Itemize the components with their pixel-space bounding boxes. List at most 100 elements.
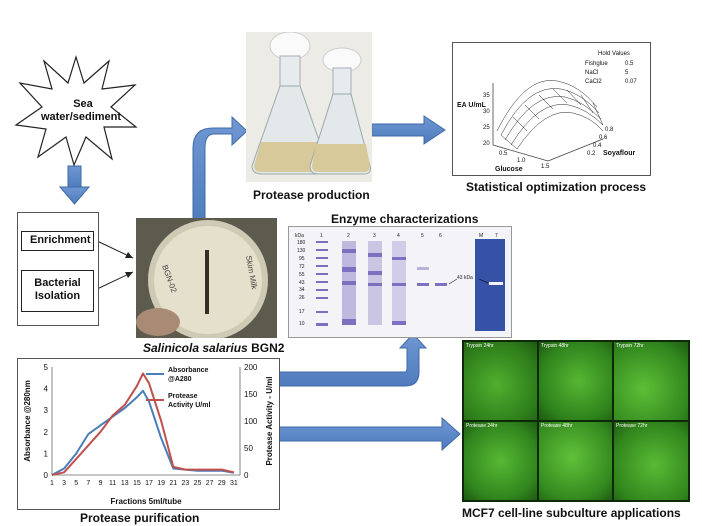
x-tick-label: 3 [62,480,66,487]
characterization-caption: Enzyme characterizations [331,212,479,226]
series-line-protease-activity [51,372,235,476]
lane-3: 3 [373,233,376,239]
y-tick-3: 0.2 [587,151,596,157]
y-right-tick-label: 200 [244,363,258,372]
hold-name-2: CaCl2 [585,79,602,85]
x-tick-1: 1.0 [517,158,526,164]
band-label: 43 kDa [457,275,473,281]
hold-name-0: Fishglue [585,61,608,67]
kda-label: kDa [295,233,304,239]
x-tick-0: 0.5 [499,151,508,157]
mcf7-caption: MCF7 cell-line subculture applications [462,506,681,520]
flask-photo [246,32,372,182]
x-tick-label: 23 [182,480,190,487]
plate-image: BGN-02 Skim Milk [136,218,277,338]
arrow-enrichment-to-plate [94,239,134,259]
chart-axes [51,367,241,476]
arrow-down-to-enrichment [58,165,91,205]
y-right-tick-label: 0 [244,471,249,480]
marker-8: 17 [299,309,305,315]
petri-plate-photo: BGN-02 Skim Milk [136,218,277,338]
purification-caption: Protease purification [80,511,200,525]
mcf7-panel-3: Trypsin 72hr [614,342,688,420]
isolation-line2: Isolation [34,290,81,302]
y-tick-0: 0.8 [605,127,614,133]
x-tick-label: 9 [99,480,103,487]
mcf7-panel-1: Trypsin 24hr [464,342,537,420]
gel-image: kDa 180 130 95 72 55 43 34 26 17 10 1 2 … [289,227,511,337]
y-axis-left-label: Absorbance @280nm [23,380,32,462]
marker-4: 55 [299,272,305,278]
flasks-image [246,32,372,182]
mcf7-panel-label-2: Trypsin 48hr [541,343,569,349]
gel-bands [316,241,447,326]
y-left-tick-label: 5 [44,363,49,372]
hold-name-1: NaCl [585,70,598,76]
z-tick-0: 35 [483,93,490,99]
arrow-curve-to-characterization [277,333,428,387]
z-tick-3: 20 [483,141,490,147]
x-tick-label: 1 [50,480,54,487]
x-tick-label: 27 [206,480,214,487]
surface-plot: Hold Values Fishglue 0.5 NaCl 5 CaCl2 0.… [457,51,637,173]
sea-water-starburst: Sea water/sediment [14,54,138,167]
arrow-right-to-optimization [371,115,446,145]
arrow-right-to-mcf7 [277,416,461,452]
legend-label-absorbance: Absorbance@A280 [168,367,209,383]
mcf7-panel-label-5: Protease 48hr [541,423,573,429]
y-left-tick-label: 0 [44,471,49,480]
y-tick-1: 0.6 [599,135,608,141]
y-left-tick-label: 1 [44,449,49,458]
x-tick-label: 11 [109,480,116,487]
y-left-tick-label: 2 [44,428,49,437]
strain-caption: Salinicola salarius BGN2 [143,341,284,355]
z-tick-2: 25 [483,125,490,131]
production-caption: Protease production [253,188,370,202]
z-tick-1: 30 [483,109,490,115]
hold-value-0: 0.5 [625,61,634,67]
x-axis-label: Glucose [495,166,523,173]
marker-6: 34 [299,287,305,293]
y-axis-label: Soyaflour [603,150,636,157]
x-tick-label: 13 [121,480,129,487]
strain-id: BGN2 [251,341,285,355]
y-tick-2: 0.4 [593,143,602,149]
x-tick-2: 1.5 [541,164,550,170]
lane-5: 5 [421,233,424,239]
hold-values-title: Hold Values [598,51,630,57]
x-tick-label: 21 [169,480,177,487]
source-line2: water/sediment [40,111,122,123]
source-line1: Sea [73,98,93,110]
hold-value-2: 0.07 [625,79,637,85]
marker-5: 43 [299,280,305,286]
series-line-absorbance [51,389,235,476]
arrow-isolation-to-plate [94,271,134,291]
marker-1: 130 [297,248,306,254]
mcf7-panel-label-4: Protease 24hr [466,423,498,429]
marker-7: 26 [299,295,305,301]
optimization-plot: Hold Values Fishglue 0.5 NaCl 5 CaCl2 0.… [452,42,651,176]
y-axis-right-label: Protease Activity - U/ml [265,376,274,465]
x-tick-label: 29 [218,480,226,487]
x-tick-label: 15 [133,480,141,487]
lane-4: 4 [397,233,400,239]
sds-page-gel: kDa 180 130 95 72 55 43 34 26 17 10 1 2 … [288,226,512,338]
zym-lane-m: M [479,233,483,239]
y-left-tick-label: 3 [44,406,49,415]
x-tick-label: 5 [74,480,78,487]
mcf7-panel-2: Trypsin 48hr [539,342,612,420]
starburst-shape [14,54,138,167]
y-left-tick-label: 4 [44,385,49,394]
x-tick-label: 25 [194,480,202,487]
z-axis-label: EA U/mL [457,102,487,109]
mcf7-panel-label-3: Trypsin 72hr [616,343,644,349]
marker-2: 95 [299,256,305,262]
x-tick-label: 31 [230,480,238,487]
mcf7-panel-label-6: Protease 72hr [616,423,648,429]
isolation-step: Bacterial Isolation [21,270,94,312]
marker-3: 72 [299,264,305,270]
x-axis-label: Fractions 5ml/tube [110,497,182,506]
enrichment-label: Enrichment [30,234,91,246]
